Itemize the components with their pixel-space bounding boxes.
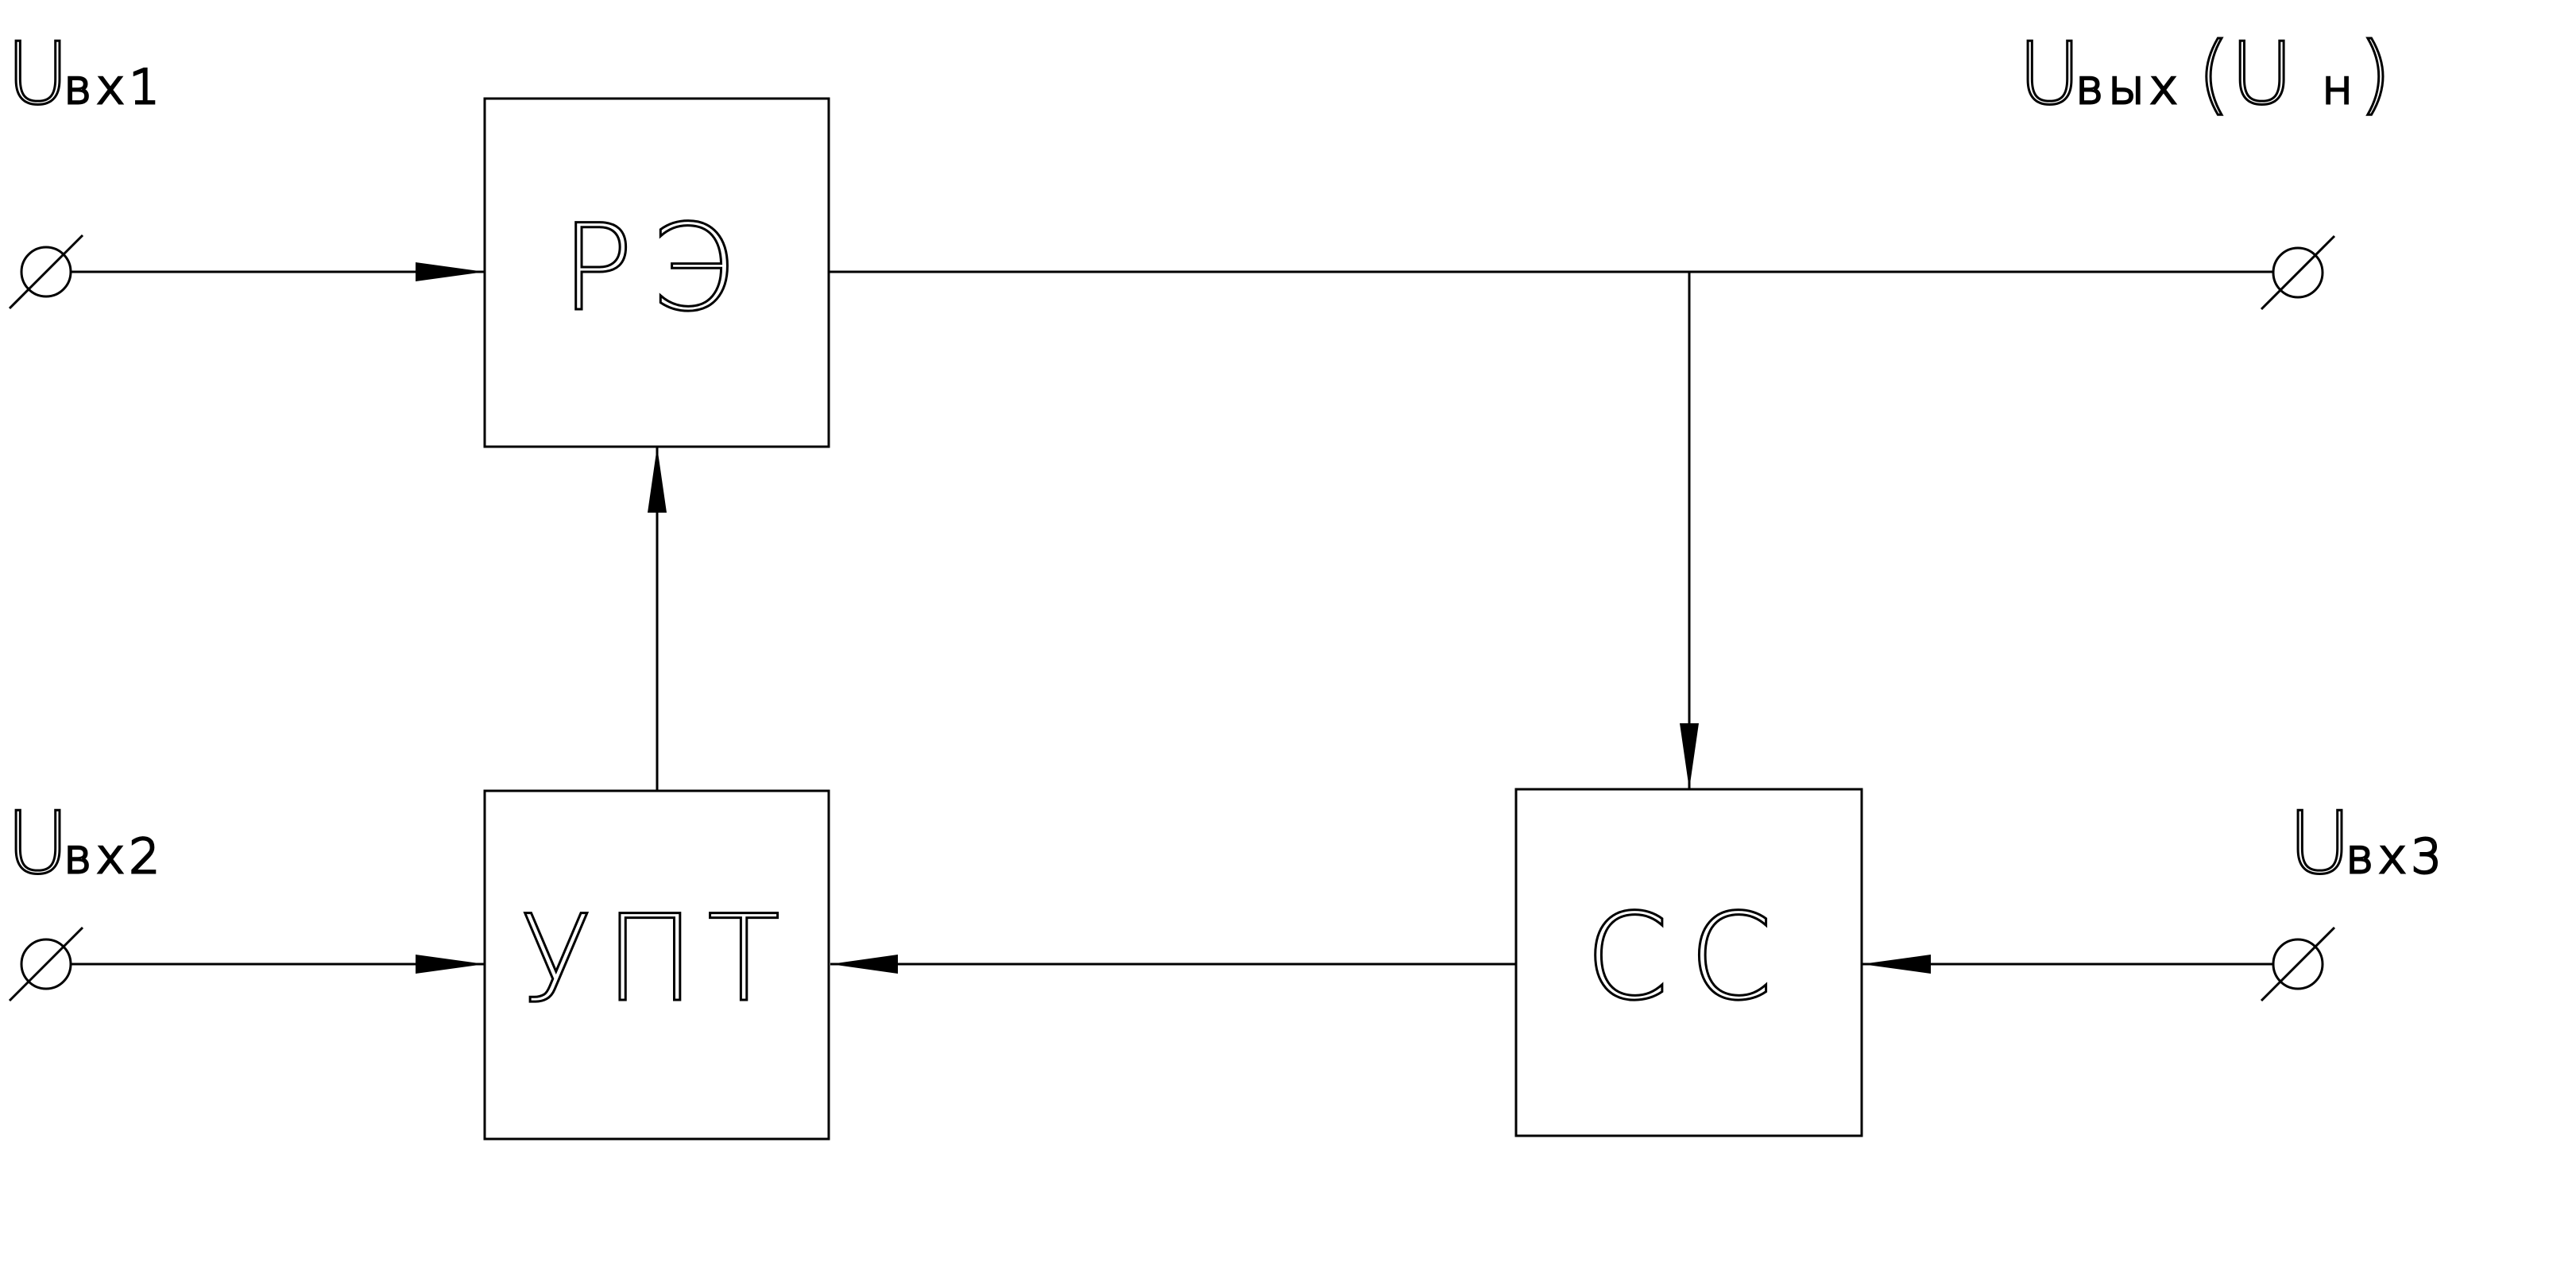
terminal-out-slash	[2260, 234, 2336, 311]
label-out-tail-open: (U	[2197, 25, 2293, 124]
label-in1-main: U	[6, 25, 69, 124]
label-out-main: U	[2018, 25, 2081, 124]
label-in3-sub: вх3	[2346, 829, 2446, 885]
arrowhead-into-ss-right	[1862, 955, 1931, 974]
label-out-tail-close: )	[2358, 25, 2392, 124]
terminal-in2[interactable]	[8, 926, 84, 1002]
label-in1: U вх1	[6, 24, 164, 126]
terminal-in1[interactable]	[8, 234, 84, 310]
block-ss[interactable]: СС	[1514, 788, 1863, 1137]
arrowhead-into-upt-right	[830, 955, 898, 974]
terminal-in3[interactable]	[2260, 926, 2336, 1002]
terminal-in3-circle[interactable]	[2272, 938, 2324, 990]
label-in3-main: U	[2288, 794, 2351, 893]
terminal-in1-slash	[8, 234, 84, 310]
label-in2-sub: вх2	[64, 829, 164, 885]
block-upt[interactable]: УПТ	[483, 789, 830, 1141]
arrowhead-into-re-left	[416, 262, 485, 281]
terminal-in1-circle[interactable]	[20, 246, 72, 298]
block-re[interactable]: РЭ	[483, 97, 830, 448]
label-out-sub: вых	[2075, 60, 2183, 115]
block-upt-label: УПТ	[520, 890, 793, 1028]
block-re-label: РЭ	[561, 199, 751, 338]
terminal-out[interactable]	[2260, 234, 2336, 311]
block-re-rect[interactable]	[483, 97, 830, 448]
terminal-out-circle[interactable]	[2272, 246, 2324, 299]
terminal-in3-slash	[2260, 926, 2336, 1002]
terminal-in2-circle[interactable]	[20, 938, 72, 990]
label-out-tail-sub: н	[2322, 60, 2353, 115]
block-ss-label: СС	[1585, 889, 1793, 1027]
label-in2: U вх2	[6, 793, 164, 895]
label-in2-main: U	[6, 794, 69, 893]
label-in3: U вх3	[2288, 793, 2446, 895]
terminal-in2-slash	[8, 926, 84, 1002]
block-ss-rect[interactable]	[1514, 788, 1863, 1137]
arrowhead-into-ss-top	[1680, 723, 1699, 789]
label-in1-sub: вх1	[64, 60, 164, 115]
arrowhead-into-re-bottom	[648, 447, 667, 513]
label-out: U вых (U н )	[2017, 24, 2393, 126]
block-upt-rect[interactable]	[483, 789, 830, 1141]
arrowhead-into-upt-left	[416, 955, 485, 974]
